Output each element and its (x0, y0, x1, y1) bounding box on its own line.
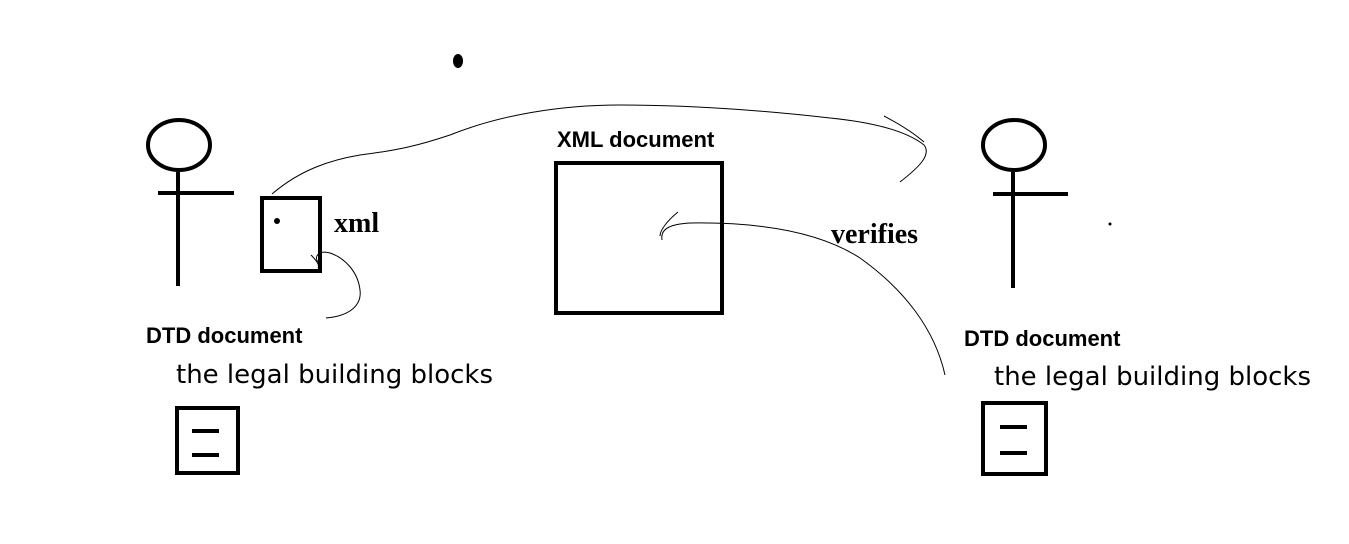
right-person-icon (981, 118, 1068, 288)
left-person-icon (146, 118, 234, 286)
right-dtd-title: DTD document (964, 326, 1121, 351)
xml-document-label: XML document (557, 127, 715, 152)
stray-dot (453, 54, 463, 68)
small-xml-document-icon (260, 196, 322, 273)
left-dtd-subtitle: the legal building blocks (176, 360, 494, 390)
xml-hook-arrow (315, 251, 361, 319)
stray-dot (1108, 222, 1112, 226)
send-curve-arrow (271, 104, 927, 195)
verifies-curve-arrow (661, 222, 946, 376)
xml-document-box (554, 161, 724, 315)
xml-arrow-label: xml (334, 208, 380, 239)
left-dtd-title: DTD document (146, 323, 303, 348)
right-dtd-document-icon (981, 401, 1048, 476)
verifies-label: verifies (831, 219, 919, 250)
left-dtd-document-icon (175, 406, 240, 475)
right-dtd-subtitle: the legal building blocks (994, 362, 1312, 392)
